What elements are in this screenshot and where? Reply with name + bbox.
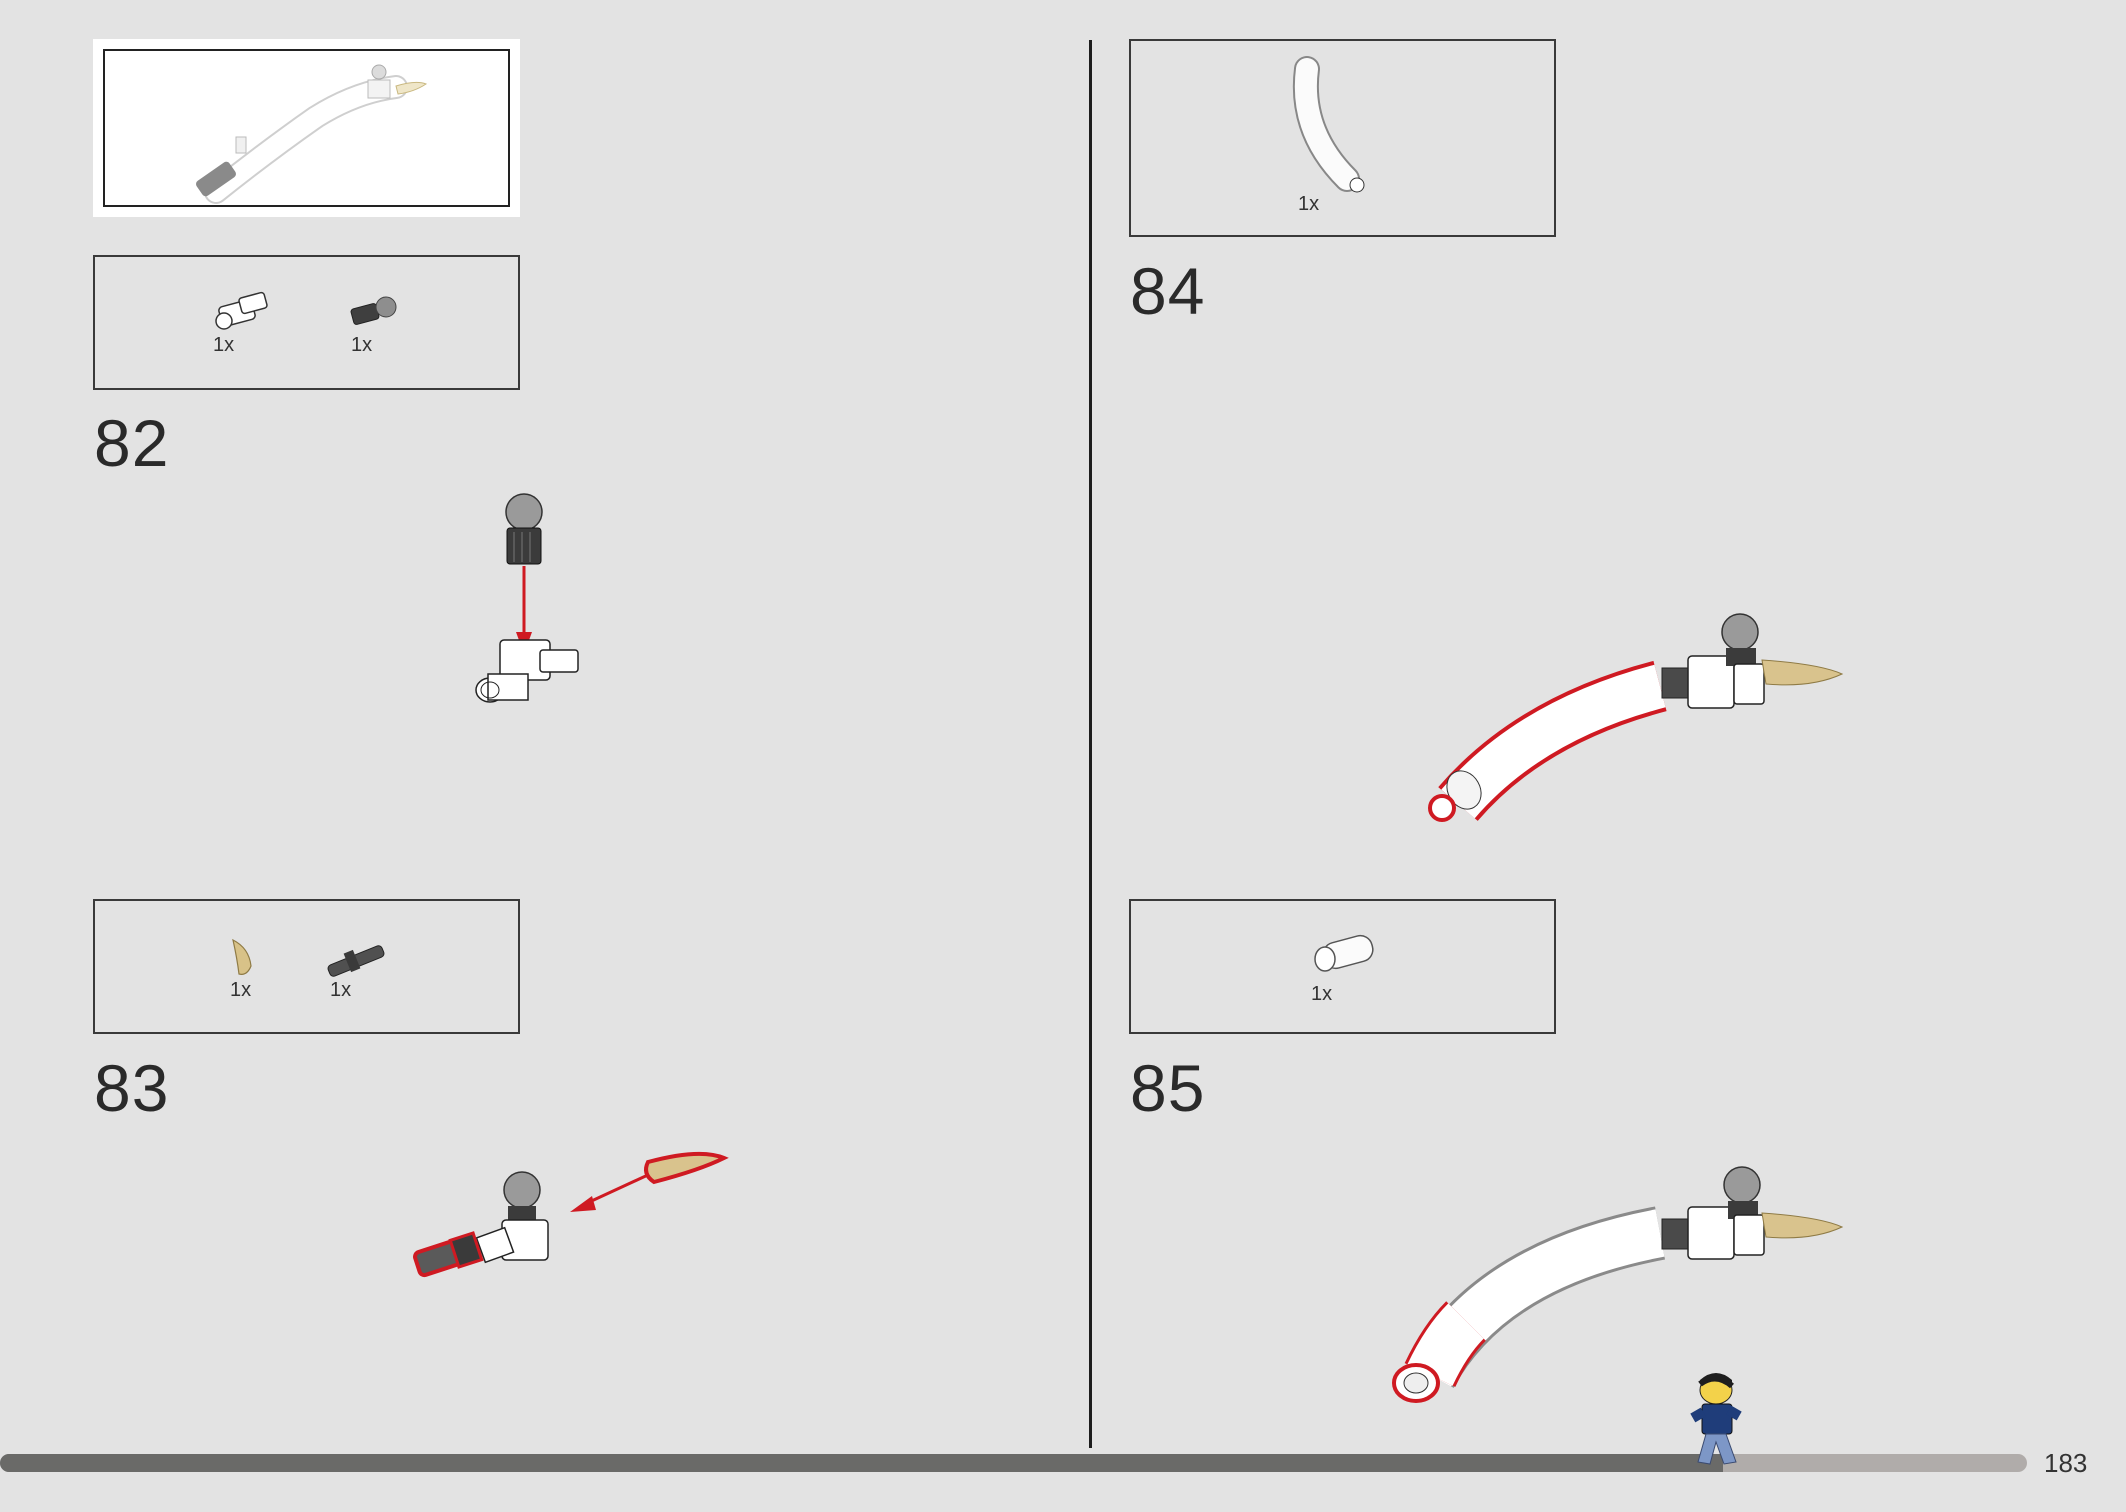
step-85-illustration xyxy=(1392,1166,1844,1403)
step-84-illustration xyxy=(1428,613,1844,822)
part-qty: 1x xyxy=(330,979,352,1001)
part-qty: 1x xyxy=(351,334,373,356)
white-curved-tube-icon xyxy=(1292,56,1365,193)
assembly-preview-box xyxy=(93,39,520,217)
step-number: 85 xyxy=(1130,1051,1206,1125)
dark-axle-pin-icon xyxy=(327,945,385,977)
parts-box-step-82: 1x 1x xyxy=(93,255,520,390)
step-83-illustration xyxy=(413,1151,729,1278)
parts-box-step-83: 1x 1x xyxy=(93,899,520,1034)
progress-bar xyxy=(0,1454,2027,1472)
part-qty: 1x xyxy=(230,979,252,1001)
tan-horn-icon xyxy=(232,938,252,975)
page-divider xyxy=(1089,40,1092,1448)
pin-connector-cross-icon xyxy=(215,291,268,330)
progress-bar-fill xyxy=(0,1454,1723,1472)
part-qty: 1x xyxy=(1311,983,1333,1005)
part-qty: 1x xyxy=(1298,193,1320,215)
part-qty: 1x xyxy=(213,334,235,356)
page-number: 183 xyxy=(2044,1448,2088,1478)
step-number: 84 xyxy=(1130,254,1206,328)
step-number: 82 xyxy=(94,406,170,480)
white-tube-connector-icon xyxy=(1314,934,1374,972)
minifigure-walking-icon xyxy=(1690,1373,1742,1465)
ball-joint-pin-icon xyxy=(350,296,397,325)
step-number: 83 xyxy=(94,1051,170,1125)
parts-box-step-84: 1x xyxy=(1129,39,1556,237)
parts-box-step-85: 1x xyxy=(1129,899,1556,1034)
assembled-tail-preview-icon xyxy=(196,64,428,204)
step-82-illustration xyxy=(475,493,579,703)
